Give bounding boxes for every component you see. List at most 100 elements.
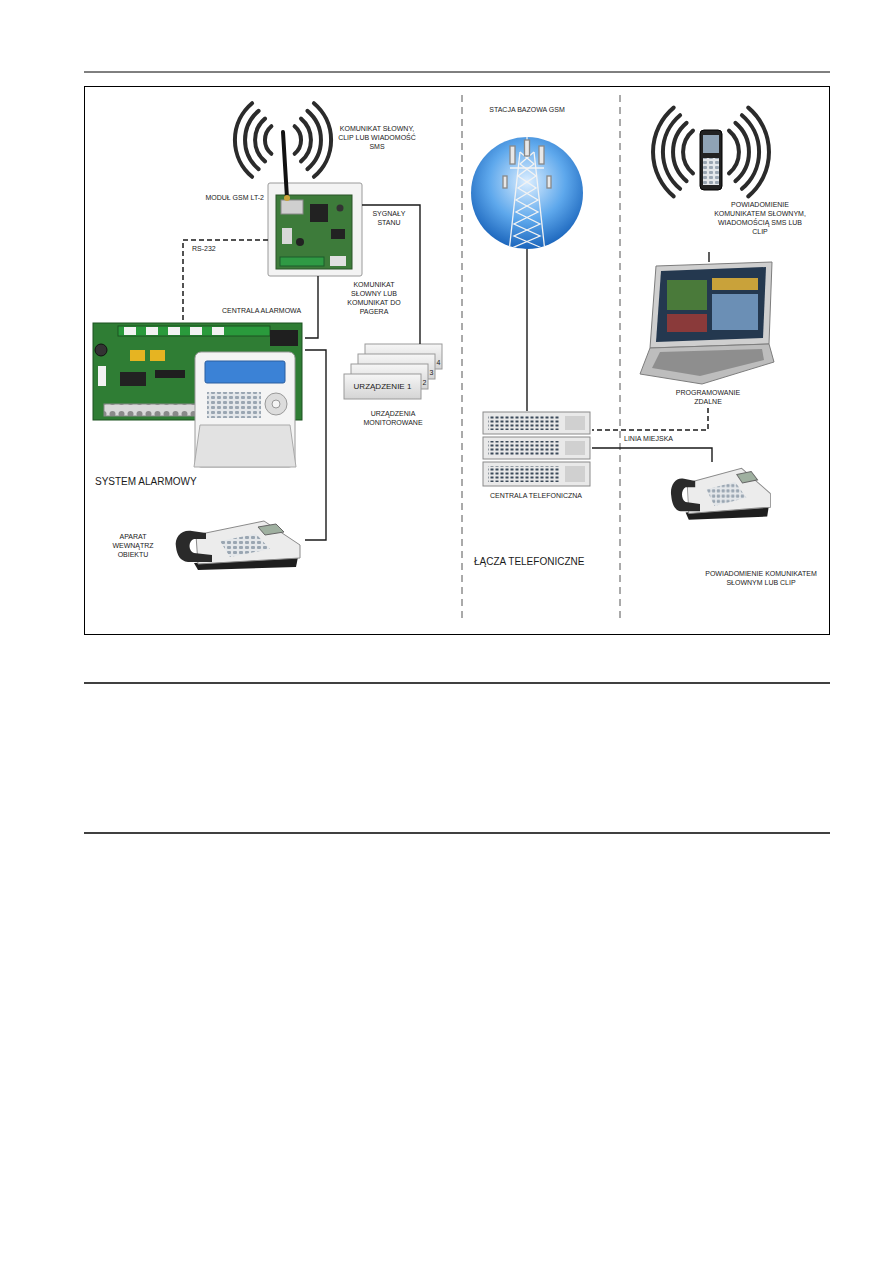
alarm-board-picture bbox=[124, 327, 136, 335]
station-name: STACJA BAZOWA GSM bbox=[467, 105, 587, 114]
indoor-phone: APARAT WEWNĄTRZ OBIEKTU bbox=[170, 515, 305, 570]
radio-waves bbox=[255, 119, 265, 162]
exchange-picture bbox=[483, 437, 590, 459]
radio-waves bbox=[748, 108, 769, 197]
radio-waves bbox=[295, 126, 301, 154]
keypad-picture bbox=[195, 352, 295, 467]
laptop-picture bbox=[712, 278, 758, 290]
exchange-picture bbox=[488, 441, 560, 455]
page-rules bbox=[85, 87, 830, 635]
alarm-board-picture bbox=[212, 327, 224, 335]
radio-waves bbox=[307, 111, 321, 169]
keypad-picture bbox=[272, 400, 280, 408]
gsm-module-picture bbox=[310, 204, 328, 222]
base-station-picture bbox=[471, 137, 583, 249]
base-station-picture bbox=[512, 152, 543, 252]
laptop-picture bbox=[667, 314, 707, 332]
page-rules bbox=[84, 682, 830, 684]
gsm-module-picture bbox=[276, 195, 352, 269]
radio-waves bbox=[729, 131, 739, 174]
gsm-module-picture bbox=[281, 200, 303, 214]
connector-line bbox=[526, 249, 527, 411]
telephone-exchange: CENTRALA TELEFONICZNA bbox=[481, 411, 592, 487]
edge-label: RS-232 bbox=[192, 244, 242, 253]
exchange-picture bbox=[565, 466, 585, 482]
radio-waves bbox=[742, 115, 759, 189]
alarm-board-picture bbox=[95, 344, 107, 356]
gsm-module-picture bbox=[337, 205, 344, 212]
device-number: 2 bbox=[421, 378, 428, 387]
base-station-picture bbox=[503, 134, 551, 252]
gsm-module-picture bbox=[282, 228, 292, 244]
gsm-module-picture bbox=[284, 195, 290, 201]
laptop-picture bbox=[656, 267, 766, 342]
gsm-module-picture bbox=[280, 257, 324, 266]
exchange-picture bbox=[488, 416, 560, 430]
laptop-picture bbox=[712, 294, 758, 330]
exchange-picture bbox=[483, 462, 590, 486]
alarm-board-picture bbox=[155, 370, 185, 378]
page-rules bbox=[84, 832, 830, 834]
gsm-module: MODUŁ GSM LT-2 bbox=[268, 183, 362, 276]
keypad-picture bbox=[205, 361, 285, 383]
gsm-base-station: STACJA BAZOWA GSM bbox=[471, 137, 583, 249]
exchange-picture bbox=[565, 441, 585, 455]
alarm-board-picture bbox=[120, 372, 146, 386]
radio-waves bbox=[235, 103, 252, 177]
radio-waves bbox=[314, 103, 331, 177]
exchange-picture bbox=[488, 466, 560, 482]
monitored-devices: URZĄDZENIE 1234URZĄDZENIA MONITOROWANE bbox=[344, 344, 449, 400]
mobile-phone-picture bbox=[703, 158, 719, 185]
base-station-picture bbox=[525, 140, 530, 156]
gsm-module-picture bbox=[296, 238, 304, 246]
mobile-phone-picture bbox=[700, 130, 722, 190]
mobile-phone: POWIADOMIENIE KOMUNIKATEM SŁOWNYM, WIADO… bbox=[698, 128, 810, 252]
device-cards bbox=[344, 374, 421, 399]
gsm-module-picture bbox=[268, 132, 362, 276]
exchange-picture bbox=[483, 412, 590, 486]
radio-waves bbox=[301, 119, 311, 162]
gsm-module-picture bbox=[283, 132, 287, 198]
page-rules bbox=[84, 72, 830, 833]
panel-name: CENTRALA ALARMOWA bbox=[222, 306, 312, 315]
alarm-board-picture bbox=[150, 350, 165, 361]
edge-label: LINIA MIEJSKA bbox=[624, 434, 704, 443]
gsm-module-picture bbox=[330, 256, 346, 266]
laptop-picture bbox=[650, 262, 772, 348]
alarm-panel: CENTRALA ALARMOWASYSTEM ALARMOWY bbox=[93, 320, 305, 472]
radio-waves bbox=[673, 123, 687, 181]
device-number: 4 bbox=[435, 358, 442, 367]
base-station-picture bbox=[514, 152, 542, 248]
mobile-phone-picture bbox=[700, 130, 722, 190]
laptop-picture bbox=[640, 262, 774, 384]
phone-caption: APARAT WEWNĄTRZ OBIEKTU bbox=[100, 532, 166, 559]
connector-line bbox=[305, 276, 318, 338]
keypad-picture bbox=[194, 352, 296, 467]
alarm-board-picture bbox=[146, 327, 158, 335]
section-separator bbox=[462, 95, 620, 622]
alarm-board-picture bbox=[190, 327, 202, 335]
connector-line bbox=[305, 350, 326, 540]
alarm-board-picture bbox=[98, 366, 106, 386]
exchange-picture bbox=[483, 412, 590, 434]
section-separator bbox=[462, 95, 463, 622]
desk-phone-picture bbox=[671, 468, 770, 519]
alarm-board-picture bbox=[118, 326, 270, 336]
device-label: URZĄDZENIE 1 bbox=[344, 374, 421, 399]
alarm-board-picture bbox=[168, 327, 180, 335]
desk-phone: POWIADOMIENIE KOMUNIKATEM SŁOWNYM LUB CL… bbox=[668, 462, 773, 520]
gsm-module-picture bbox=[268, 183, 362, 276]
transmission-note: KOMUNIKAT SŁOWNY, CLIP LUB WIADOMOŚĆ SMS bbox=[337, 124, 417, 151]
alarm-board-picture bbox=[270, 330, 298, 346]
device-cards bbox=[344, 344, 442, 399]
module-name: MODUŁ GSM LT-2 bbox=[186, 193, 264, 202]
radio-waves bbox=[653, 108, 674, 197]
exchange-picture bbox=[565, 416, 585, 430]
desk-phone-caption: POWIADOMIENIE KOMUNIKATEM SŁOWNYM LUB CL… bbox=[697, 569, 825, 587]
indoor-phone-picture bbox=[176, 521, 300, 570]
exchange-name: CENTRALA TELEFONICZNA bbox=[471, 491, 601, 500]
alarm-board-picture bbox=[130, 350, 145, 361]
